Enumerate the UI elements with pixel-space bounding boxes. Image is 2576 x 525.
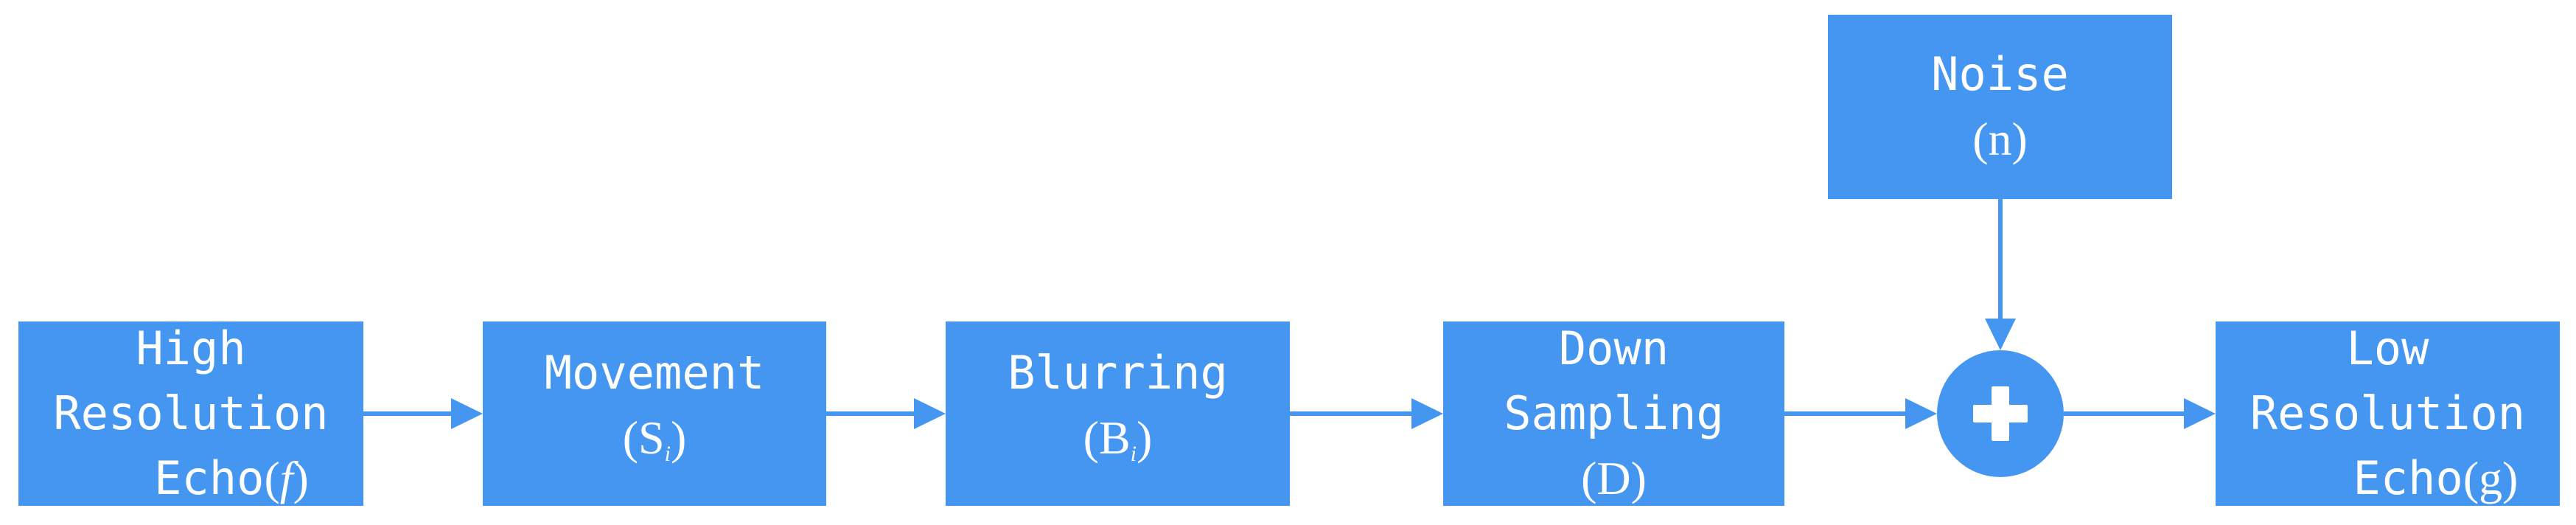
noise-symbol: (n) <box>1972 113 2028 165</box>
noise-title: Noise <box>1931 47 2069 101</box>
low-res-line1: Low <box>2346 321 2429 375</box>
down-sampling-line1: Down <box>1558 321 1669 375</box>
blurring-block: Blurring (Bi) <box>946 321 1290 506</box>
down-sampling-line2: Sampling <box>1504 386 1724 440</box>
arrowhead-lowres <box>2184 398 2216 429</box>
arrowhead-blurring <box>914 398 946 429</box>
high-resolution-echo-block: High Resolution Echo(f) <box>18 321 363 506</box>
low-resolution-echo-block: Low Resolution Echo(g) <box>2216 321 2560 506</box>
down-sampling-symbol: (D) <box>1581 452 1647 504</box>
low-res-line3: Echo(g) <box>2258 446 2519 511</box>
low-res-symbol: (g) <box>2462 452 2519 504</box>
high-res-line1: High <box>136 321 246 375</box>
blurring-title: Blurring <box>1008 346 1228 400</box>
blurring-symbol: (Bi) <box>1083 411 1153 466</box>
noise-block: Noise (n) <box>1828 15 2172 199</box>
high-res-line3: Echo(f) <box>73 446 309 511</box>
connector-arrows <box>363 199 2216 429</box>
arrowhead-adder-left <box>1905 398 1937 429</box>
high-res-symbol: (f) <box>264 452 309 504</box>
movement-title: Movement <box>544 346 765 400</box>
movement-block: Movement (Si) <box>483 321 826 506</box>
arrowhead-movement <box>451 398 483 429</box>
movement-symbol: (Si) <box>622 411 687 466</box>
low-res-echo-word: Echo <box>2353 451 2463 505</box>
high-res-line2: Resolution <box>53 386 329 440</box>
plus-icon <box>1973 386 2028 441</box>
arrowhead-downsampling <box>1411 398 1443 429</box>
high-res-echo-word: Echo <box>154 451 265 505</box>
adder-node <box>1937 350 2064 477</box>
low-res-line2: Resolution <box>2249 386 2526 440</box>
down-sampling-block: Down Sampling (D) <box>1443 321 1784 506</box>
arrowhead-adder-top <box>1985 319 2016 350</box>
